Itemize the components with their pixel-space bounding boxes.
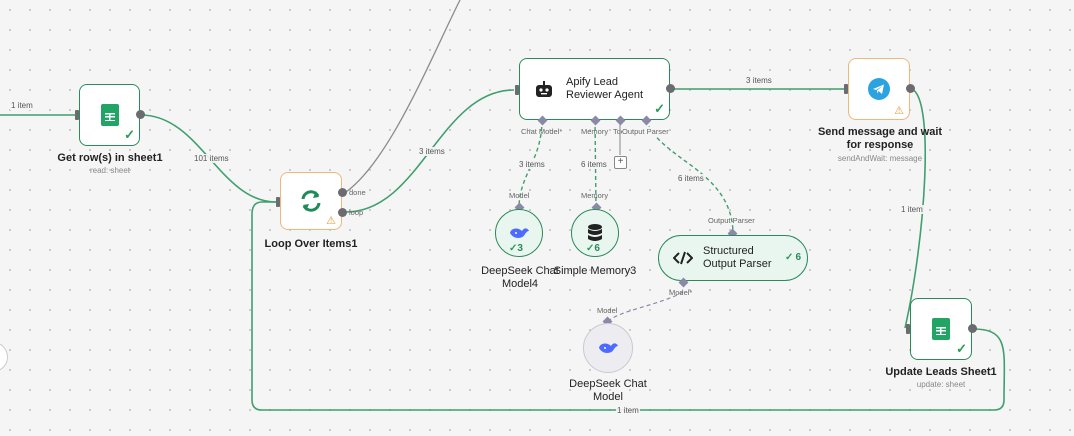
port-label-model: Model (597, 306, 618, 315)
node-title: Get row(s) in sheet1 (57, 152, 163, 164)
send-title-line2: for response (846, 139, 914, 151)
node-title: DeepSeek Chat Model (563, 378, 653, 404)
agent-title-line1: Apify Lead (566, 76, 618, 88)
edge-label-send-update: 1 item (900, 205, 924, 214)
node-loop-over-items[interactable]: ⚠ (280, 172, 342, 230)
port-label-output-parser-sub: Output Parser (708, 216, 755, 225)
node-get-rows[interactable]: ✓ (79, 84, 140, 146)
refresh-icon (301, 190, 321, 212)
node-title: DeepSeek Chat Model4 (475, 265, 565, 291)
node-structured-output-parser[interactable]: Structured Output Parser ✓6 (658, 235, 808, 281)
parser-title-line2: Output Parser (703, 258, 772, 270)
code-icon (673, 251, 693, 265)
wire-update-loop (251, 201, 1006, 411)
input-handle[interactable] (515, 85, 519, 95)
success-check-icon: ✓6 (586, 243, 600, 254)
port-label-output-parser: Output Parser (622, 127, 669, 136)
edge-label-loop-agent: 3 items (418, 147, 446, 156)
port-label-memory-sub: Memory (581, 191, 609, 200)
node-send-message[interactable]: ⚠ (848, 58, 910, 120)
success-check-icon: ✓ (956, 341, 967, 356)
port-label-loop: loop (349, 208, 364, 217)
telegram-icon (868, 78, 890, 100)
port-label-done: done (349, 188, 366, 197)
success-check-icon: ✓ (654, 101, 665, 116)
deepseek4-title-line2: Model4 (501, 278, 539, 290)
input-handle[interactable] (906, 324, 910, 334)
port-label-model: Model (509, 191, 530, 200)
node-apify-agent[interactable]: Apify Lead Reviewer Agent ✓ (519, 58, 670, 120)
node-subtitle: read: sheet (89, 166, 131, 175)
parser-title-line1: Structured (703, 245, 754, 257)
node-title: Send message and wait for response (805, 126, 955, 152)
deepseek-title-line1: DeepSeek Chat (569, 378, 647, 390)
node-update-leads[interactable]: ✓ (910, 298, 972, 360)
done-output-handle[interactable] (338, 188, 347, 197)
port-label-tool: Tool (613, 127, 627, 136)
warning-icon: ⚠ (894, 105, 904, 117)
port-label-chat-model: Chat Model* (521, 127, 563, 136)
deepseek-title-line2: Model (593, 391, 623, 403)
port-label-memory: Memory (581, 127, 609, 136)
node-title: Simple Memory3 (553, 265, 637, 277)
wire-send-update (904, 88, 927, 329)
database-icon (588, 224, 602, 241)
run-count: 6 (594, 243, 600, 254)
node-title: Update Leads Sheet1 (885, 366, 997, 378)
done-wire (345, 0, 461, 193)
input-handle[interactable] (844, 84, 848, 94)
output-handle[interactable] (136, 110, 145, 119)
run-count: 6 (795, 252, 801, 263)
node-subtitle: update: sheet (916, 380, 966, 389)
edge-label-incoming: 1 item (10, 101, 34, 110)
edge-label-memory: 6 items (580, 160, 608, 169)
node-title: Loop Over Items1 (264, 238, 358, 250)
deepseek-icon (599, 343, 618, 353)
run-count: 3 (517, 243, 523, 254)
warning-icon: ⚠ (326, 215, 336, 227)
node-simple-memory3[interactable]: ✓6 (571, 209, 619, 257)
input-handle[interactable] (276, 197, 280, 207)
add-tool-button[interactable]: + (614, 156, 627, 169)
google-sheets-icon (932, 318, 950, 340)
edge-label-agent-send: 3 items (745, 76, 773, 85)
edge-label-deepseek4: 3 items (518, 160, 546, 169)
output-handle[interactable] (968, 324, 977, 333)
deepseek-icon (510, 228, 529, 238)
node-deepseek-chat-model4[interactable]: ✓3 (495, 209, 543, 257)
input-handle[interactable] (75, 110, 79, 120)
agent-title-line2: Reviewer Agent (566, 89, 644, 101)
google-sheets-icon (100, 104, 119, 126)
send-title-line1: Send message and wait (817, 126, 943, 138)
success-check-icon: ✓ (124, 127, 135, 142)
success-check-icon: ✓3 (509, 243, 523, 254)
output-handle[interactable] (906, 84, 915, 93)
loop-output-handle[interactable] (338, 208, 347, 217)
node-subtitle: sendAndWait: message (837, 154, 923, 163)
deepseek4-title-line1: DeepSeek Chat (481, 265, 559, 277)
edge-label-parser: 6 items (677, 174, 705, 183)
edge-label-update-loop: 1 item (616, 406, 640, 415)
node-deepseek-chat-model[interactable] (583, 323, 633, 373)
edge-label-getrows-loop: 101 items (193, 154, 230, 163)
success-check-icon: ✓6 (785, 252, 801, 263)
output-handle[interactable] (666, 84, 675, 93)
port-label-parser-model: Model* (669, 288, 693, 297)
robot-icon (536, 81, 552, 97)
